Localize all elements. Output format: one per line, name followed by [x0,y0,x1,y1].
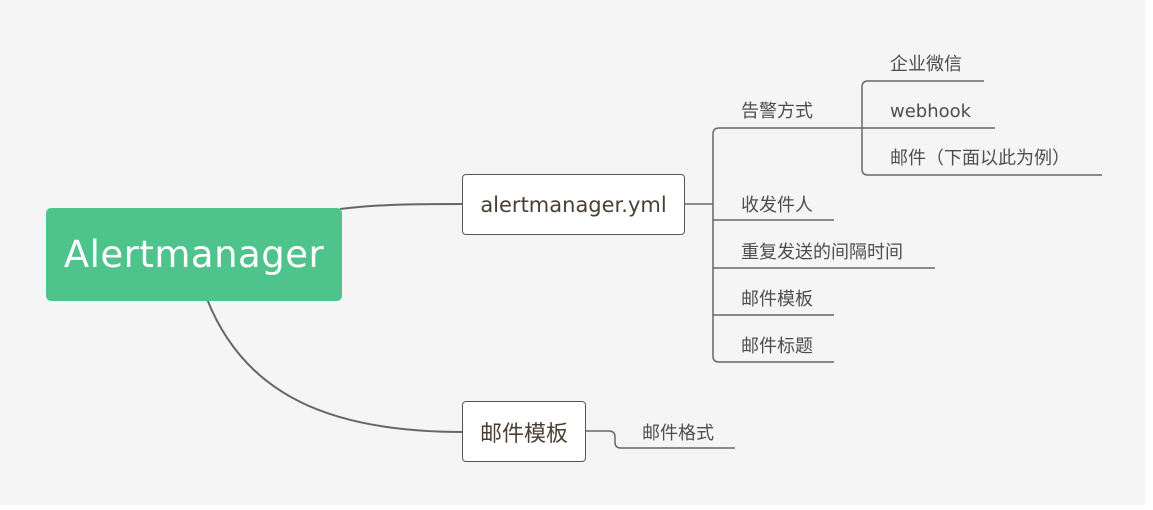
node-repeat-interval[interactable]: 重复发送的间隔时间 [741,242,903,263]
node-alert-methods[interactable]: 告警方式 [741,101,813,122]
edge-root-template [206,298,464,433]
node-recipients[interactable]: 收发件人 [741,195,813,216]
edge-yml-spine [712,127,720,363]
branch-node-alertmanager-yml[interactable]: alertmanager.yml [462,174,685,235]
branch-node-mail-template[interactable]: 邮件模板 [462,401,586,462]
node-mail-format[interactable]: 邮件格式 [642,423,714,444]
edge-template-child [586,430,735,449]
node-mail-template-leaf[interactable]: 邮件模板 [741,289,813,310]
edge-root-yml [339,203,464,210]
node-webhook[interactable]: webhook [890,101,972,122]
node-email-example[interactable]: 邮件（下面以此为例） [890,148,1070,169]
node-mail-subject[interactable]: 邮件标题 [741,336,813,357]
node-wechat-work[interactable]: 企业微信 [890,54,962,75]
root-node-alertmanager[interactable]: Alertmanager [46,208,342,301]
